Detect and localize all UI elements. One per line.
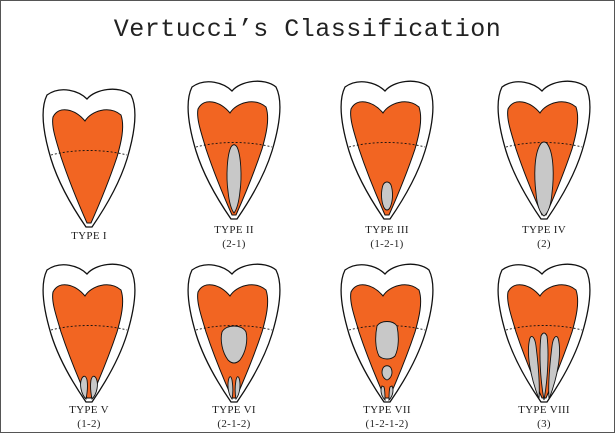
type-label: TYPE VIII: [484, 403, 604, 417]
tooth-type-8: TYPE VIII (3): [484, 256, 604, 446]
tooth-diagram: [484, 256, 604, 406]
type-config: (1-2): [29, 417, 149, 431]
tooth-diagram: [327, 73, 447, 223]
tooth-type-2: TYPE II (2-1): [174, 73, 294, 263]
tooth-diagram: [29, 256, 149, 406]
type-label: TYPE VI: [174, 403, 294, 417]
type-label: TYPE I: [29, 229, 149, 243]
root-canal: [535, 142, 553, 216]
type-config: (2-1): [174, 237, 294, 251]
type-label: TYPE VII: [327, 403, 447, 417]
type-label: TYPE IV: [484, 223, 604, 237]
tooth-type-3: TYPE III (1-2-1): [327, 73, 447, 263]
figure-frame: Vertucci’s Classification TYPE I TYPE II…: [0, 0, 615, 433]
root-canal: [376, 322, 399, 360]
tooth-diagram: [484, 73, 604, 223]
tooth-diagram: [327, 256, 447, 406]
tooth-diagram: [29, 81, 149, 231]
root-canal: [382, 182, 393, 210]
type-config: (1-2-1): [327, 237, 447, 251]
tooth-type-7: TYPE VII (1-2-1-2): [327, 256, 447, 446]
tooth-type-6: TYPE VI (2-1-2): [174, 256, 294, 446]
type-config: (1-2-1-2): [327, 417, 447, 431]
type-label: TYPE III: [327, 223, 447, 237]
tooth-type-1: TYPE I: [29, 81, 149, 271]
tooth-type-5: TYPE V (1-2): [29, 256, 149, 446]
type-config: (2-1-2): [174, 417, 294, 431]
tooth-diagram: [174, 73, 294, 223]
tooth-diagram: [174, 256, 294, 406]
tooth-type-4: TYPE IV (2): [484, 73, 604, 263]
type-label: TYPE V: [29, 403, 149, 417]
type-config: (3): [484, 417, 604, 431]
figure-title: Vertucci’s Classification: [1, 15, 614, 44]
type-label: TYPE II: [174, 223, 294, 237]
type-config: (2): [484, 237, 604, 251]
root-canal: [382, 366, 392, 380]
